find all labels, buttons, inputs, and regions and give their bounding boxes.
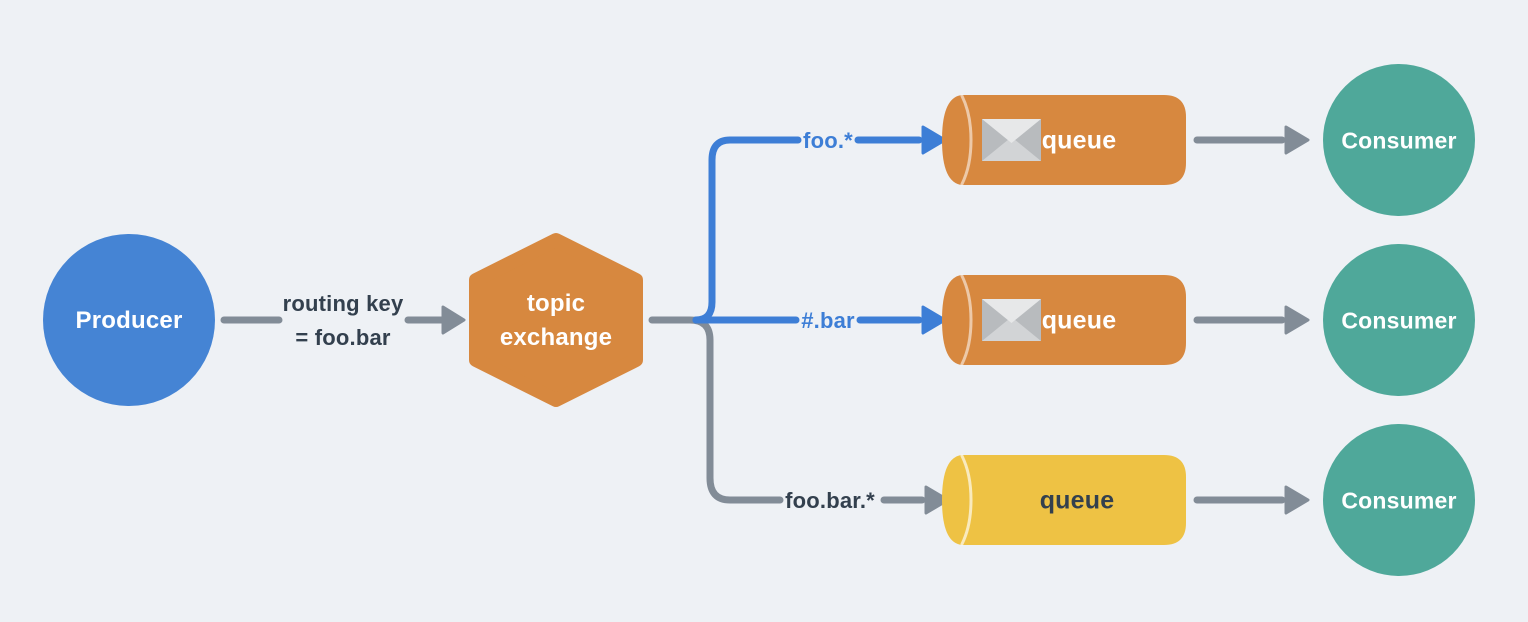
queue1-endcap-arc — [960, 94, 973, 186]
arrowhead-into-queue1 — [921, 125, 947, 155]
arrowhead-into-consumer2 — [1284, 305, 1310, 335]
queue2-endcap-arc — [960, 274, 973, 366]
exchange-branch-up-line — [692, 136, 802, 324]
producer-node — [43, 234, 215, 406]
envelope-icon — [982, 299, 1041, 341]
routing-key-line1: routing key — [282, 291, 404, 316]
queue3-label: queue — [1039, 486, 1115, 515]
exchange-label-line1: topic — [526, 290, 586, 317]
queue2-cylinder — [942, 275, 1186, 365]
exchange-label: topic exchange — [500, 287, 612, 355]
gray-arrowheads — [441, 125, 1310, 515]
producer-label: Producer — [75, 307, 183, 334]
arrowhead-into-consumer1 — [1284, 125, 1310, 155]
consumer2-node — [1323, 244, 1475, 396]
arrowhead-into-queue2 — [921, 305, 947, 335]
binding2-key-label: #.bar — [801, 308, 855, 333]
queue2-label: queue — [1041, 306, 1117, 335]
consumer3-label: Consumer — [1341, 487, 1457, 514]
queue3-cylinder — [942, 455, 1186, 545]
routing-key-line2: = foo.bar — [295, 325, 391, 350]
blue-arrowheads — [921, 125, 947, 335]
topic-exchange-node — [469, 233, 643, 407]
envelope-icon — [982, 119, 1041, 161]
queue1-node — [942, 94, 1186, 186]
consumer1-label: Consumer — [1341, 127, 1457, 154]
consumer1-node — [1323, 64, 1475, 216]
arrowhead-into-consumer3 — [1284, 485, 1310, 515]
consumer3-node — [1323, 424, 1475, 576]
arrowhead-into-queue3 — [924, 485, 950, 515]
routing-key-label: routing key = foo.bar — [283, 287, 404, 355]
exchange-branch-down-line — [648, 316, 784, 504]
queue3-endcap-arc — [960, 454, 973, 546]
queue2-node — [942, 274, 1186, 366]
exchange-label-line2: exchange — [499, 324, 613, 351]
binding1-key-label: foo.* — [803, 128, 853, 153]
consumer2-label: Consumer — [1341, 307, 1457, 334]
queue1-cylinder — [942, 95, 1186, 185]
binding3-key-label: foo.bar.* — [785, 488, 875, 513]
queue1-label: queue — [1041, 126, 1117, 155]
blue-connectors — [692, 136, 923, 324]
arrowhead-into-exchange — [441, 305, 466, 335]
queue3-node — [942, 454, 1186, 546]
